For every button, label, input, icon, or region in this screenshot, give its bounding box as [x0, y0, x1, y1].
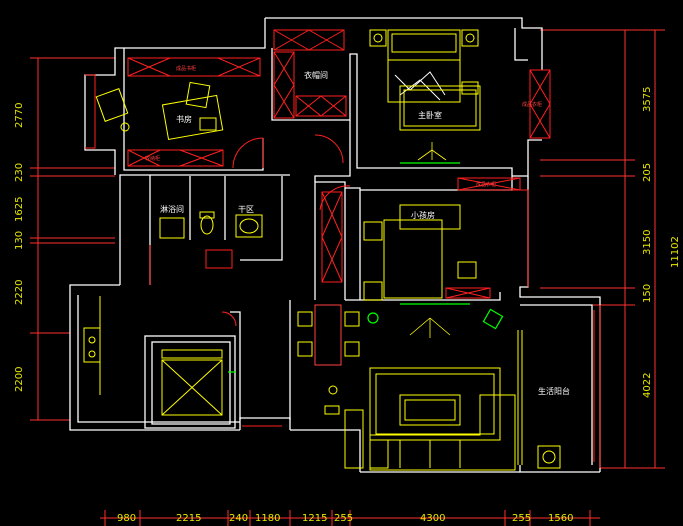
dim-left-6: 2200	[14, 367, 25, 392]
dim-right-5: 4022	[642, 373, 653, 398]
cabinet-label-study-top: 成品书柜	[176, 65, 196, 72]
dim-right-1: 3575	[642, 87, 653, 112]
dim-left-3: 1625	[14, 197, 25, 222]
dim-bottom-1: 980	[117, 513, 136, 524]
dim-left-5: 2220	[14, 280, 25, 305]
dim-left-4: 130	[14, 231, 25, 250]
cabinet-label-study-bottom: 收纳柜	[145, 155, 160, 162]
room-labels: 衣帽间 书房 主卧室 淋浴间 干区 小孩房 生活阳台	[160, 70, 570, 396]
dim-right-2: 205	[642, 163, 653, 182]
dim-bottom-9: 1560	[548, 513, 573, 524]
dim-bottom-8: 255	[512, 513, 531, 524]
dimension-lines	[30, 29, 665, 526]
room-label-cloakroom: 衣帽间	[304, 70, 328, 80]
dim-left-2: 230	[14, 163, 25, 182]
light-fixtures	[409, 142, 451, 338]
room-label-balcony: 生活阳台	[538, 386, 570, 396]
cabinets	[85, 29, 601, 468]
dimension-labels-left: 2770 230 1625 130 2220 2200	[14, 103, 25, 392]
dimension-labels-right: 3575 205 3150 150 4022 11102	[642, 87, 681, 398]
room-label-dry-area: 干区	[238, 205, 254, 214]
dimension-labels-bottom: 980 2215 240 1180 1215 255 4300 255 1560	[117, 513, 573, 524]
room-label-shower: 淋浴间	[160, 204, 184, 214]
dim-right-3: 3150	[642, 230, 653, 255]
room-label-small-bedroom: 小孩房	[411, 210, 435, 220]
dim-left-1: 2770	[14, 103, 25, 128]
cabinet-label-small-top: 成品衣柜	[476, 181, 496, 188]
cabinet-label-master-right: 成品衣柜	[522, 101, 542, 108]
dim-right-4: 150	[642, 284, 653, 303]
dim-bottom-5: 1215	[302, 513, 327, 524]
dim-bottom-4: 1180	[255, 513, 280, 524]
dim-bottom-2: 2215	[176, 513, 201, 524]
cabinet-labels: 成品书柜 收纳柜 成品衣柜 成品衣柜	[145, 65, 542, 188]
windows	[228, 162, 504, 373]
walls	[69, 17, 601, 473]
room-label-study: 书房	[176, 114, 192, 124]
master-bed	[387, 29, 461, 103]
furniture	[83, 29, 561, 471]
room-label-master-bedroom: 主卧室	[418, 110, 442, 120]
dim-bottom-7: 4300	[420, 513, 445, 524]
dim-right-total: 11102	[670, 236, 681, 268]
doors	[149, 134, 351, 427]
dim-bottom-3: 240	[229, 513, 248, 524]
dim-bottom-6: 255	[334, 513, 353, 524]
